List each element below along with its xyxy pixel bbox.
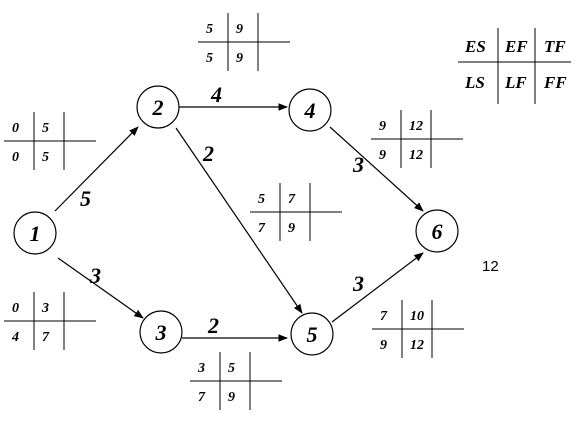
cell-es: 5	[206, 22, 213, 37]
node-4: 4	[288, 88, 332, 132]
cell-ef: 5	[42, 121, 49, 136]
edge-1-2	[54, 126, 139, 212]
edge-label-1-3: 3	[89, 263, 101, 288]
cell-ls: 5	[206, 51, 213, 66]
edge-labels: 5 3 4 2 2 3 3	[80, 82, 364, 338]
node-6: 6	[415, 209, 459, 253]
cell-ef: 10	[410, 309, 424, 324]
cell-es: 3	[197, 361, 205, 376]
cell-ef: 3	[41, 301, 49, 316]
activity-table-4-6: 9 12 9 12	[371, 110, 463, 168]
legend-es: ES	[464, 37, 486, 56]
cell-ef: 12	[409, 119, 423, 134]
cell-es: 7	[380, 309, 388, 324]
cell-lf: 7	[42, 330, 50, 345]
cell-es: 0	[12, 121, 19, 136]
cell-ls: 0	[12, 150, 19, 165]
node-3: 3	[139, 310, 183, 354]
cell-lf: 12	[409, 148, 423, 163]
cell-lf: 9	[288, 221, 295, 236]
edge-label-1-2: 5	[80, 186, 91, 211]
activity-table-2-5: 5 7 7 9	[250, 183, 342, 241]
edge-label-5-6: 3	[352, 271, 364, 296]
edge-label-3-5: 2	[207, 313, 219, 338]
node-2: 2	[136, 85, 180, 129]
node-label-5: 5	[307, 322, 318, 347]
node-label-3: 3	[155, 320, 167, 345]
project-duration: 12	[482, 258, 499, 275]
legend-table: ES EF TF LS LF FF	[458, 28, 571, 104]
cell-lf: 12	[410, 338, 424, 353]
legend-ls: LS	[464, 73, 485, 92]
node-label-4: 4	[304, 98, 316, 123]
edge-2-5	[175, 127, 303, 314]
legend-lf: LF	[504, 73, 527, 92]
activity-table-3-5: 3 5 7 9	[190, 352, 282, 410]
edges	[54, 103, 424, 342]
cell-ef: 9	[236, 22, 243, 37]
edge-1-3	[57, 257, 144, 319]
cell-lf: 9	[236, 51, 243, 66]
legend-tf: TF	[544, 37, 566, 56]
edge-label-2-4: 4	[210, 82, 222, 107]
activity-table-5-6: 7 10 9 12	[372, 300, 464, 358]
activity-table-1-2: 0 5 0 5	[4, 112, 96, 170]
edge-5-6	[331, 252, 424, 323]
cell-lf: 5	[42, 150, 49, 165]
cell-es: 0	[12, 301, 19, 316]
edge-label-4-6: 3	[352, 152, 364, 177]
node-5: 5	[290, 312, 334, 356]
node-label-1: 1	[30, 221, 41, 246]
legend-ef: EF	[504, 37, 528, 56]
cell-ef: 5	[228, 361, 235, 376]
cell-lf: 9	[228, 390, 235, 405]
edge-label-2-5: 2	[202, 141, 214, 166]
cell-es: 5	[258, 192, 265, 207]
cell-ls: 9	[379, 148, 386, 163]
cell-ls: 4	[11, 330, 19, 345]
cell-ef: 7	[288, 192, 296, 207]
node-label-6: 6	[432, 219, 443, 244]
activity-table-2-4: 5 9 5 9	[198, 13, 290, 71]
cell-es: 9	[379, 119, 386, 134]
edge-4-6	[329, 126, 424, 212]
cell-ls: 7	[258, 221, 266, 236]
node-1: 1	[13, 211, 57, 255]
cell-ls: 9	[380, 338, 387, 353]
cell-ls: 7	[198, 390, 206, 405]
legend-ff: FF	[543, 73, 567, 92]
activity-table-1-3: 0 3 4 7	[4, 292, 96, 350]
node-label-2: 2	[152, 95, 164, 120]
